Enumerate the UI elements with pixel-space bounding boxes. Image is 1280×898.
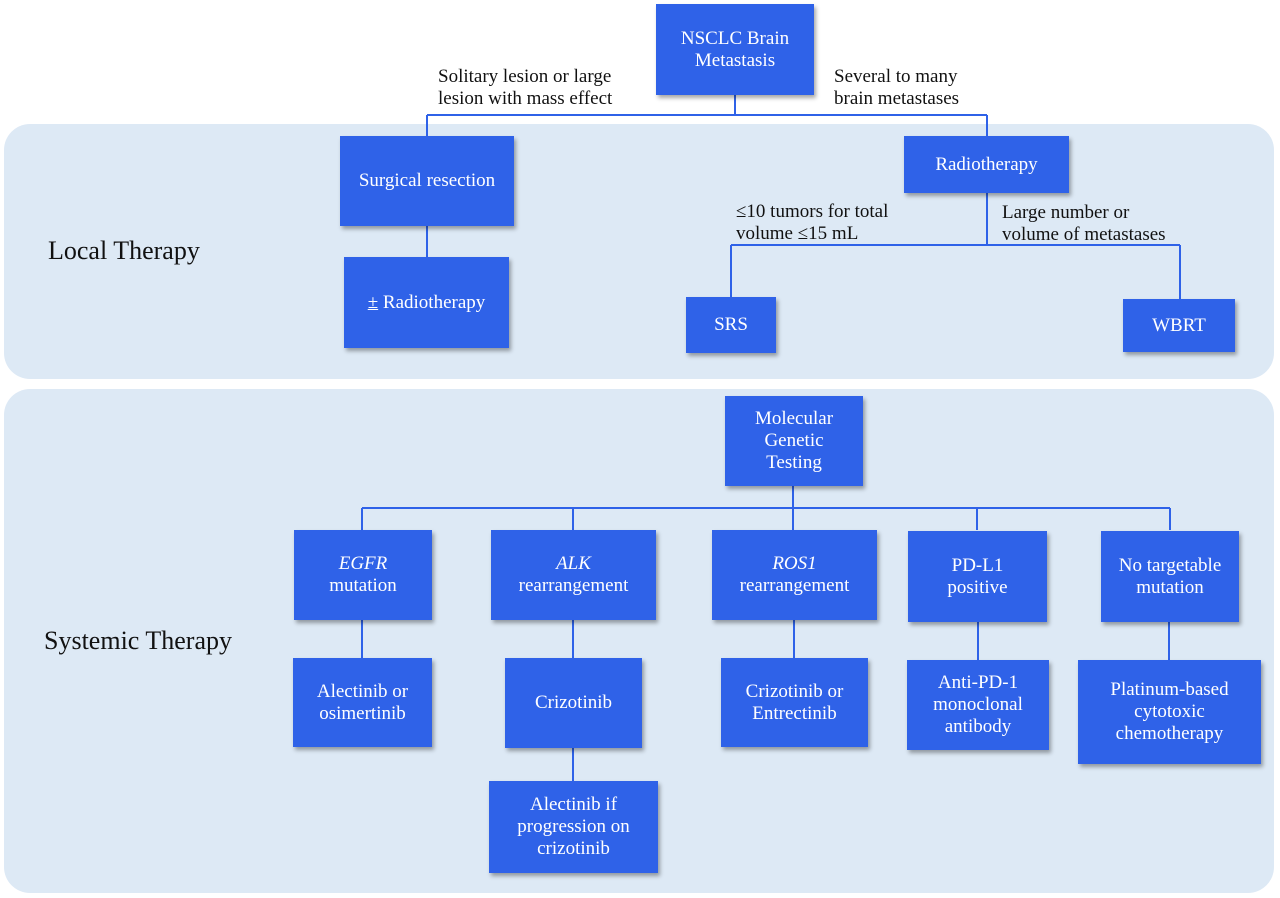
- treatment-none-line2: cytotoxic: [1134, 701, 1205, 722]
- wbrt-criterion-label: Large number or volume of metastases: [1002, 202, 1166, 246]
- branch-right-label: Several to many brain metastases: [834, 66, 959, 110]
- treatment-pdl1-line3: antibody: [944, 716, 1012, 737]
- category-alk-node: ALK rearrangement: [491, 530, 656, 620]
- category-ros1-line1: ROS1: [772, 553, 817, 574]
- molecular-testing-node: Molecular Genetic Testing: [725, 396, 863, 486]
- root-line1: NSCLC Brain: [680, 27, 790, 49]
- treatment-egfr-line1: Alectinib or: [316, 680, 409, 702]
- root-line2: Metastasis: [694, 49, 776, 71]
- category-egfr-line1: EGFR: [338, 553, 388, 574]
- systemic-therapy-title: Systemic Therapy: [44, 626, 232, 655]
- treatment-alk-line1: Crizotinib: [534, 692, 613, 713]
- post-surgery-radiotherapy-label: Radiotherapy: [382, 291, 486, 313]
- category-pdl1-line1: PD-L1: [951, 554, 1004, 576]
- alk-followup-line2: progression on: [517, 816, 630, 837]
- branch-right-line2: brain metastases: [834, 88, 960, 109]
- local-therapy-title: Local Therapy: [48, 236, 200, 265]
- branch-right-line1: Several to many: [834, 66, 958, 87]
- post-surgery-radiotherapy-node: ± Radiotherapy: [344, 257, 509, 348]
- alk-followup-node: Alectinib if progression on crizotinib: [489, 781, 658, 873]
- treatment-alk-node: Crizotinib: [505, 658, 642, 748]
- wbrt-criterion-line1: Large number or: [1002, 202, 1130, 223]
- category-alk-line1: ALK: [556, 553, 591, 574]
- srs-node: SRS: [686, 297, 776, 353]
- surgical-resection-node: Surgical resection: [340, 136, 514, 226]
- treatment-pdl1-node: Anti-PD-1 monoclonal antibody: [907, 660, 1049, 750]
- srs-label: SRS: [714, 314, 748, 335]
- alk-followup-line1: Alectinib if: [529, 794, 618, 815]
- testing-line1: Molecular: [754, 408, 834, 429]
- category-pdl1-node: PD-L1 positive: [908, 531, 1047, 622]
- treatment-ros1-line2: Entrectinib: [752, 702, 837, 724]
- treatment-pdl1-line2: monoclonal: [933, 694, 1023, 715]
- treatment-none-line1: Platinum-based: [1110, 679, 1229, 700]
- category-ros1-line2: rearrangement: [739, 575, 850, 596]
- wbrt-criterion-line2: volume of metastases: [1002, 224, 1166, 245]
- root-node: NSCLC Brain Metastasis: [656, 4, 814, 95]
- treatment-none-node: Platinum-based cytotoxic chemotherapy: [1078, 660, 1261, 764]
- treatment-pdl1-line1: Anti-PD-1: [937, 672, 1019, 693]
- testing-line3: Testing: [766, 452, 822, 473]
- wbrt-label: WBRT: [1152, 314, 1206, 336]
- treatment-egfr-line2: osimertinib: [319, 702, 406, 724]
- category-egfr-line2: mutation: [329, 575, 397, 596]
- branch-left-label: Solitary lesion or large lesion with mas…: [438, 66, 612, 110]
- category-none-line2: mutation: [1136, 576, 1204, 598]
- radiotherapy-node: Radiotherapy: [904, 136, 1069, 193]
- treatment-egfr-node: Alectinib or osimertinib: [293, 658, 432, 747]
- category-pdl1-line2: positive: [947, 576, 1008, 598]
- category-none-node: No targetable mutation: [1101, 531, 1239, 622]
- srs-criterion-line1: ≤10 tumors for total: [736, 201, 889, 222]
- category-alk-line2: rearrangement: [518, 575, 629, 596]
- radiotherapy-label: Radiotherapy: [935, 153, 1038, 175]
- plus-minus-symbol: ±: [367, 291, 379, 313]
- branch-left-line2: lesion with mass effect: [438, 88, 613, 109]
- srs-criterion-line2: volume ≤15 mL: [736, 223, 859, 244]
- alk-followup-line3: crizotinib: [537, 838, 610, 859]
- treatment-ros1-line1: Crizotinib or: [745, 680, 844, 702]
- branch-left-line1: Solitary lesion or large: [438, 66, 612, 87]
- treatment-none-line3: chemotherapy: [1115, 723, 1224, 744]
- surgical-resection-label: Surgical resection: [358, 170, 496, 191]
- category-ros1-node: ROS1 rearrangement: [712, 530, 877, 620]
- testing-line2: Genetic: [764, 430, 824, 451]
- srs-criterion-label: ≤10 tumors for total volume ≤15 mL: [736, 201, 888, 245]
- wbrt-node: WBRT: [1123, 299, 1235, 352]
- category-none-line1: No targetable: [1118, 554, 1222, 576]
- category-egfr-node: EGFR mutation: [294, 530, 432, 620]
- treatment-ros1-node: Crizotinib or Entrectinib: [721, 658, 868, 747]
